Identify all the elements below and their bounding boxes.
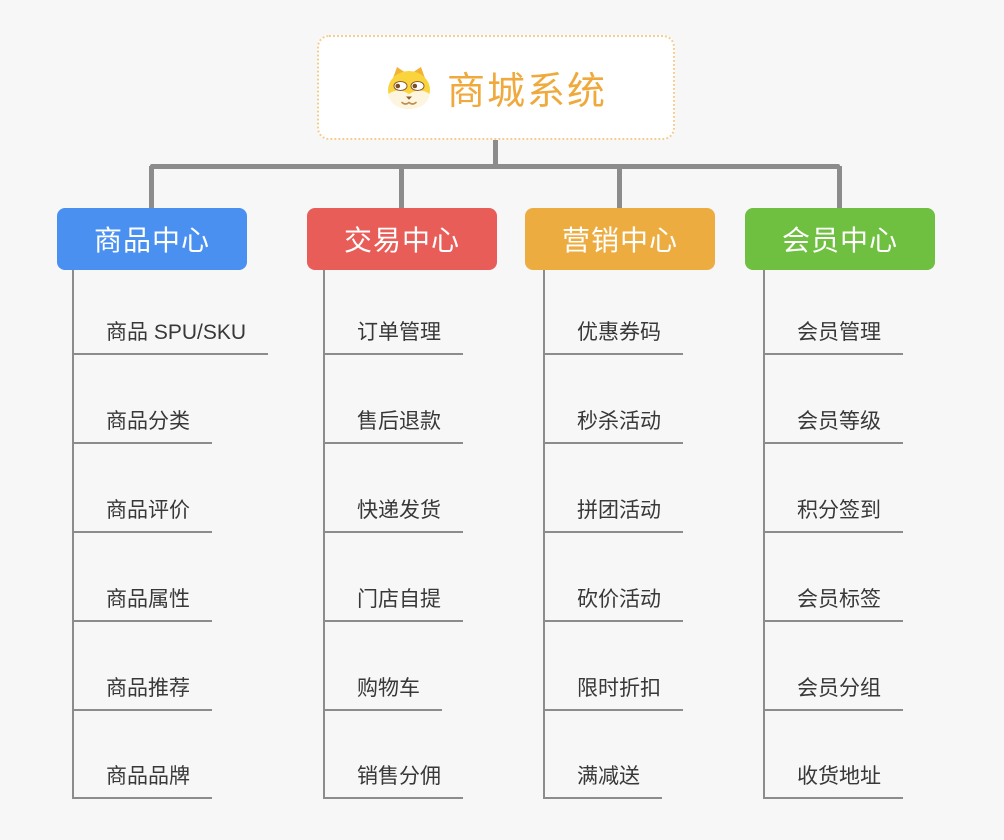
branch-drop-line (837, 166, 842, 210)
leaf-node[interactable]: 快递发货 (323, 494, 463, 533)
leaf-node[interactable]: 积分签到 (763, 494, 903, 533)
leaf-node[interactable]: 商品推荐 (72, 672, 212, 711)
branch-bus-line (150, 164, 840, 169)
leaf-node[interactable]: 会员标签 (763, 583, 903, 622)
branch-spine-line (323, 270, 325, 799)
leaf-node[interactable]: 满减送 (543, 760, 662, 799)
leaf-node[interactable]: 售后退款 (323, 405, 463, 444)
branch-drop-line (617, 166, 622, 210)
root-connector-line (493, 139, 498, 166)
root-title: 商城系统 (446, 71, 607, 113)
leaf-node[interactable]: 商品 SPU/SKU (72, 316, 269, 355)
leaf-node[interactable]: 会员等级 (763, 405, 903, 444)
branch-spine-line (543, 270, 545, 799)
leaf-node[interactable]: 收货地址 (763, 760, 903, 799)
shiba-dog-icon (385, 65, 433, 111)
leaf-node[interactable]: 会员管理 (763, 316, 903, 355)
branch-node-member-center[interactable]: 会员中心 (745, 208, 935, 270)
branch-spine-line (72, 270, 74, 799)
leaf-node[interactable]: 商品评价 (72, 494, 212, 533)
branch-drop-line (399, 166, 404, 210)
leaf-node[interactable]: 会员分组 (763, 672, 903, 711)
leaf-node[interactable]: 商品品牌 (72, 760, 212, 799)
leaf-node[interactable]: 购物车 (323, 672, 442, 711)
leaf-node[interactable]: 门店自提 (323, 583, 463, 622)
leaf-node[interactable]: 砍价活动 (543, 583, 683, 622)
leaf-node[interactable]: 订单管理 (323, 316, 463, 355)
branch-drop-line (149, 166, 154, 210)
branch-node-product-center[interactable]: 商品中心 (57, 208, 247, 270)
branch-node-marketing-center[interactable]: 营销中心 (525, 208, 715, 270)
branch-node-trade-center[interactable]: 交易中心 (307, 208, 497, 270)
root-node[interactable]: 商城系统 (317, 35, 675, 140)
leaf-node[interactable]: 限时折扣 (543, 672, 683, 711)
leaf-node[interactable]: 商品分类 (72, 405, 212, 444)
leaf-node[interactable]: 销售分佣 (323, 760, 463, 799)
leaf-node[interactable]: 秒杀活动 (543, 405, 683, 444)
leaf-node[interactable]: 拼团活动 (543, 494, 683, 533)
leaf-node[interactable]: 商品属性 (72, 583, 212, 622)
leaf-node[interactable]: 优惠券码 (543, 316, 683, 355)
branch-spine-line (763, 270, 765, 799)
